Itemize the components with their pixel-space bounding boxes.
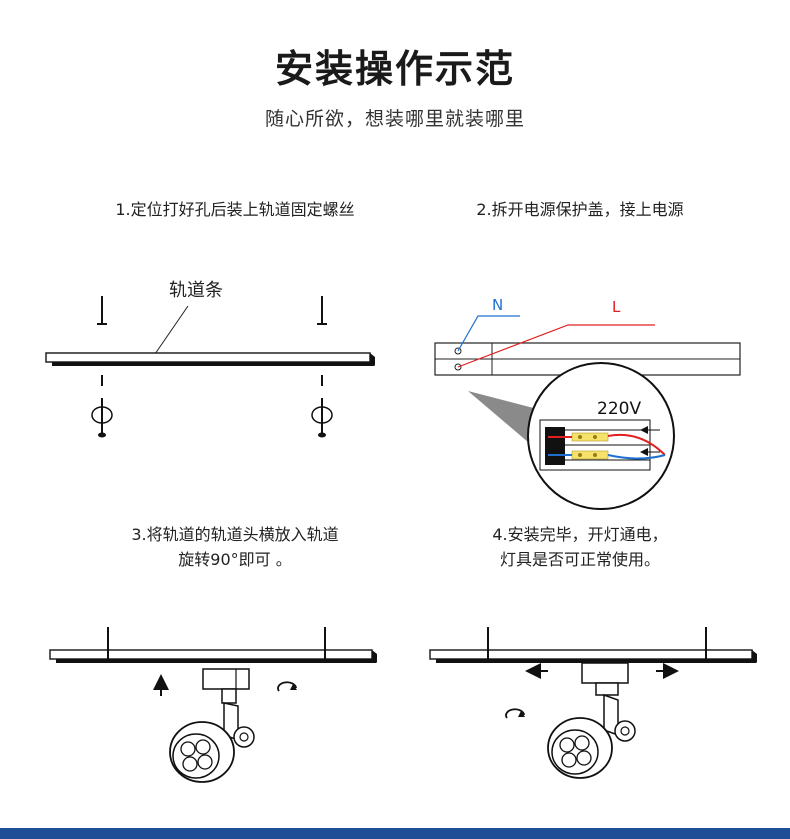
step-4-caption: 4.安装完毕，开灯通电， 灯具是否可正常使用。 [410, 522, 750, 572]
rail-strip-label: 轨道条 [169, 280, 223, 301]
wiring-zoom-callout: 220V [468, 362, 675, 510]
live-wire-indicator: L [457, 298, 655, 368]
anchor-bolt-right [311, 375, 333, 438]
step-3-diagram [49, 627, 377, 783]
step-1-line-1: 1.定位打好孔后装上轨道固定螺丝 [115, 200, 355, 219]
step-4-diagram [429, 627, 757, 779]
rotate-icon [505, 708, 525, 719]
track-rail-1 [45, 352, 375, 366]
footer-bar [0, 828, 790, 839]
page-subtitle: 随心所欲，想装哪里就装哪里 [264, 108, 525, 130]
track-rail-3 [49, 627, 377, 663]
voltage-label: 220V [597, 399, 641, 419]
step-3-caption: 3.将轨道的轨道头横放入轨道 旋转90°即可 。 [60, 522, 410, 572]
anchor-bolt-left [91, 375, 113, 438]
step-4-line-1: 4.安装完毕，开灯通电， [492, 525, 668, 544]
screw-top-left [97, 296, 107, 325]
terminal-block [539, 419, 651, 471]
step-2-diagram: N L 220V [434, 296, 741, 510]
track-light-step4 [547, 662, 636, 779]
track-rail-4 [429, 627, 757, 663]
screw-top-right [317, 296, 327, 325]
neutral-wire-indicator: N [457, 296, 520, 352]
rail-strip-leader [154, 305, 189, 355]
step-2-caption: 2.拆开电源保护盖，接上电源 [410, 197, 750, 222]
step-1-caption: 1.定位打好孔后装上轨道固定螺丝 [60, 197, 410, 222]
live-label: L [612, 298, 621, 316]
step-4-line-2: 灯具是否可正常使用。 [499, 550, 660, 569]
neutral-label: N [492, 296, 503, 314]
track-light-step3 [169, 668, 255, 783]
step-3-line-1: 3.将轨道的轨道头横放入轨道 [131, 525, 339, 544]
step-2-line-1: 2.拆开电源保护盖，接上电源 [476, 200, 684, 219]
step-3-line-2: 旋转90°即可 。 [178, 550, 292, 569]
page-title: 安装操作示范 [274, 47, 515, 91]
step-1-diagram: 轨道条 [45, 280, 375, 438]
rotate-icon [277, 681, 297, 692]
